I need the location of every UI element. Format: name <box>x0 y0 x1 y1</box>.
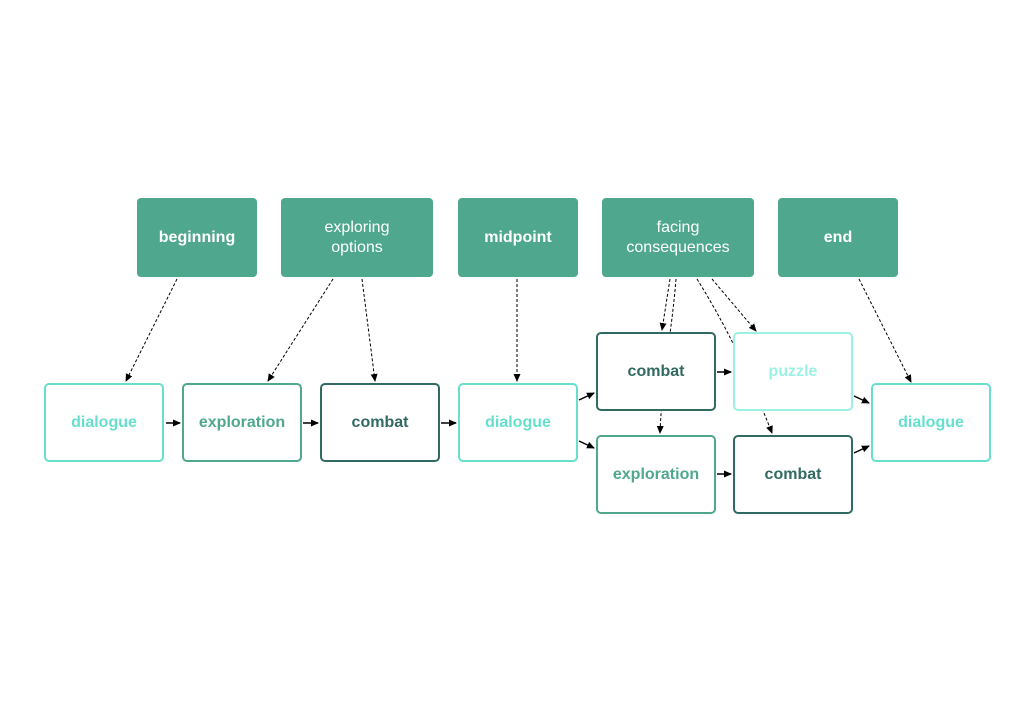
phase-link-exploring-1 <box>267 278 334 382</box>
phase-link-consequences-1 <box>659 278 671 331</box>
node-label: exploration <box>198 413 286 431</box>
node-puzzle: puzzle <box>733 332 853 411</box>
phase-label: midpoint <box>484 228 552 246</box>
phase-beginning: beginning <box>137 198 257 277</box>
node-exploration: exploration <box>596 435 716 514</box>
phase-end: end <box>778 198 898 277</box>
flow-arrow <box>853 395 870 404</box>
node-label: dialogue <box>485 413 551 431</box>
node-dialogue: dialogue <box>871 383 991 462</box>
phase-label: exploring options <box>324 218 390 256</box>
flow-arrow <box>578 440 595 449</box>
phase-link-exploring-2 <box>361 278 378 382</box>
node-label: combat <box>627 362 685 380</box>
node-combat: combat <box>733 435 853 514</box>
node-label: exploration <box>612 465 700 483</box>
node-combat: combat <box>596 332 716 411</box>
phase-link-end <box>858 278 912 383</box>
phase-label: facing consequences <box>626 218 730 256</box>
node-label: combat <box>351 413 409 431</box>
phase-exploring-options: exploring options <box>281 198 433 277</box>
node-label: dialogue <box>898 413 964 431</box>
phase-midpoint: midpoint <box>458 198 578 277</box>
node-exploration: exploration <box>182 383 302 462</box>
phase-facing-consequences: facing consequences <box>602 198 754 277</box>
flow-arrow <box>578 392 595 401</box>
node-combat: combat <box>320 383 440 462</box>
node-label: combat <box>764 465 822 483</box>
flow-arrow <box>853 445 870 454</box>
phase-link-beginning <box>125 278 178 382</box>
phase-label: beginning <box>158 228 236 246</box>
node-dialogue: dialogue <box>458 383 578 462</box>
phase-link-consequences-3 <box>711 278 757 332</box>
phase-label: end <box>823 228 853 246</box>
node-label: dialogue <box>71 413 137 431</box>
node-dialogue: dialogue <box>44 383 164 462</box>
node-label: puzzle <box>768 362 818 380</box>
